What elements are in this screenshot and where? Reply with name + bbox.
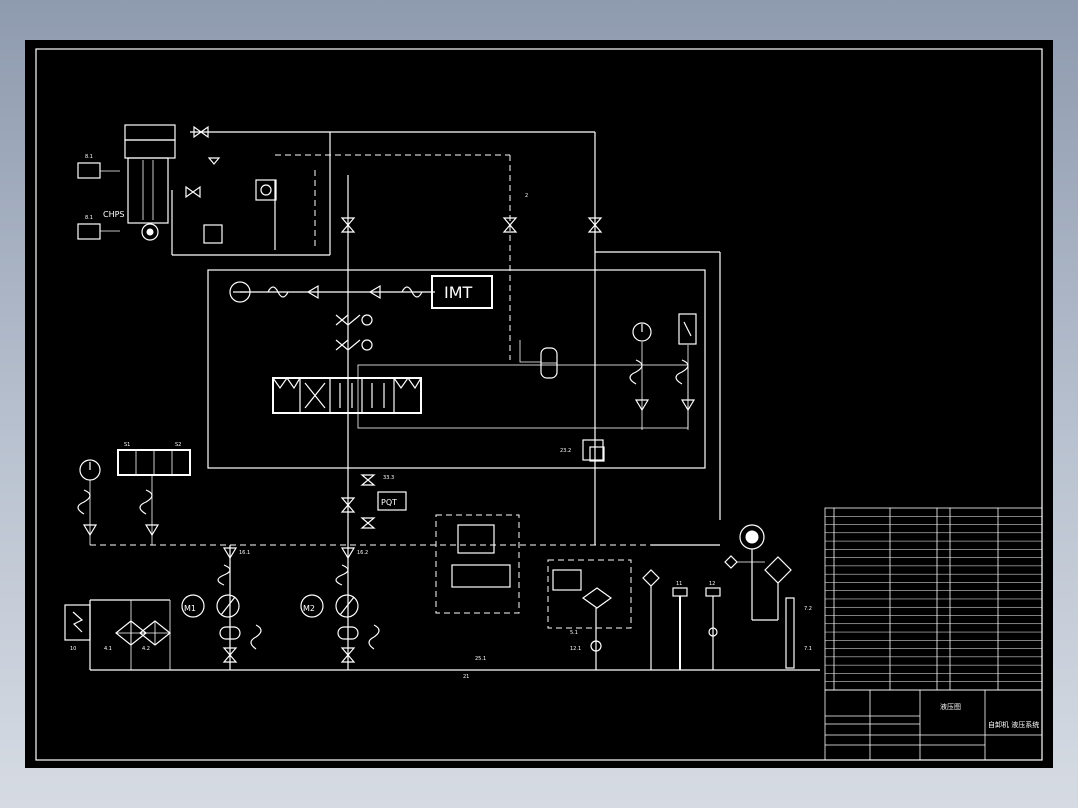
tag-81a: 8.1	[85, 154, 93, 160]
tag-51: 5.1	[570, 630, 578, 636]
diagram-labels: CHPS IMT M1 M2 PQT 33.3 8.1 8.1 23.2 21 …	[70, 154, 812, 680]
title-right: 自卸机 液压系统	[988, 720, 1039, 729]
label-cylinder: CHPS	[103, 210, 125, 219]
tag-81b: 8.1	[85, 215, 93, 221]
tag-232: 23.2	[560, 448, 571, 454]
tag-162: 16.2	[357, 550, 368, 556]
tag-s1: S1	[124, 442, 130, 448]
tag-s2: S2	[175, 442, 181, 448]
label-flowmeter: IMT	[444, 283, 473, 302]
label-motor-1: M1	[184, 604, 196, 613]
tag-42: 4.2	[142, 646, 150, 652]
tag-bottom: 21	[463, 674, 469, 680]
tag-12: 12	[709, 581, 715, 587]
tag-2d: 2	[525, 193, 528, 199]
flowmeter-box	[431, 275, 493, 309]
tag-251: 25.1	[475, 656, 486, 662]
label-motor-2: M2	[303, 604, 315, 613]
title-left: 液压图	[940, 702, 961, 711]
motor-2	[300, 594, 324, 618]
hydraulic-circuit	[64, 124, 820, 671]
tag-33: 33.3	[383, 475, 394, 481]
inner-border	[35, 48, 1043, 761]
directional-valve	[272, 377, 422, 414]
tag-71: 7.1	[804, 646, 812, 652]
tag-72: 7.2	[804, 606, 812, 612]
motor-1	[181, 594, 205, 618]
valve-block-frame	[207, 269, 706, 469]
tag-161: 16.1	[239, 550, 250, 556]
tag-41: 4.1	[104, 646, 112, 652]
tag-121: 12.1	[570, 646, 581, 652]
tag-11: 11	[676, 581, 682, 587]
label-pressure-switch: PQT	[381, 498, 397, 507]
title-block: 液压图 自卸机 液压系统	[824, 507, 1043, 761]
tag-10: 10	[70, 646, 76, 652]
sheet-background	[25, 40, 1053, 768]
